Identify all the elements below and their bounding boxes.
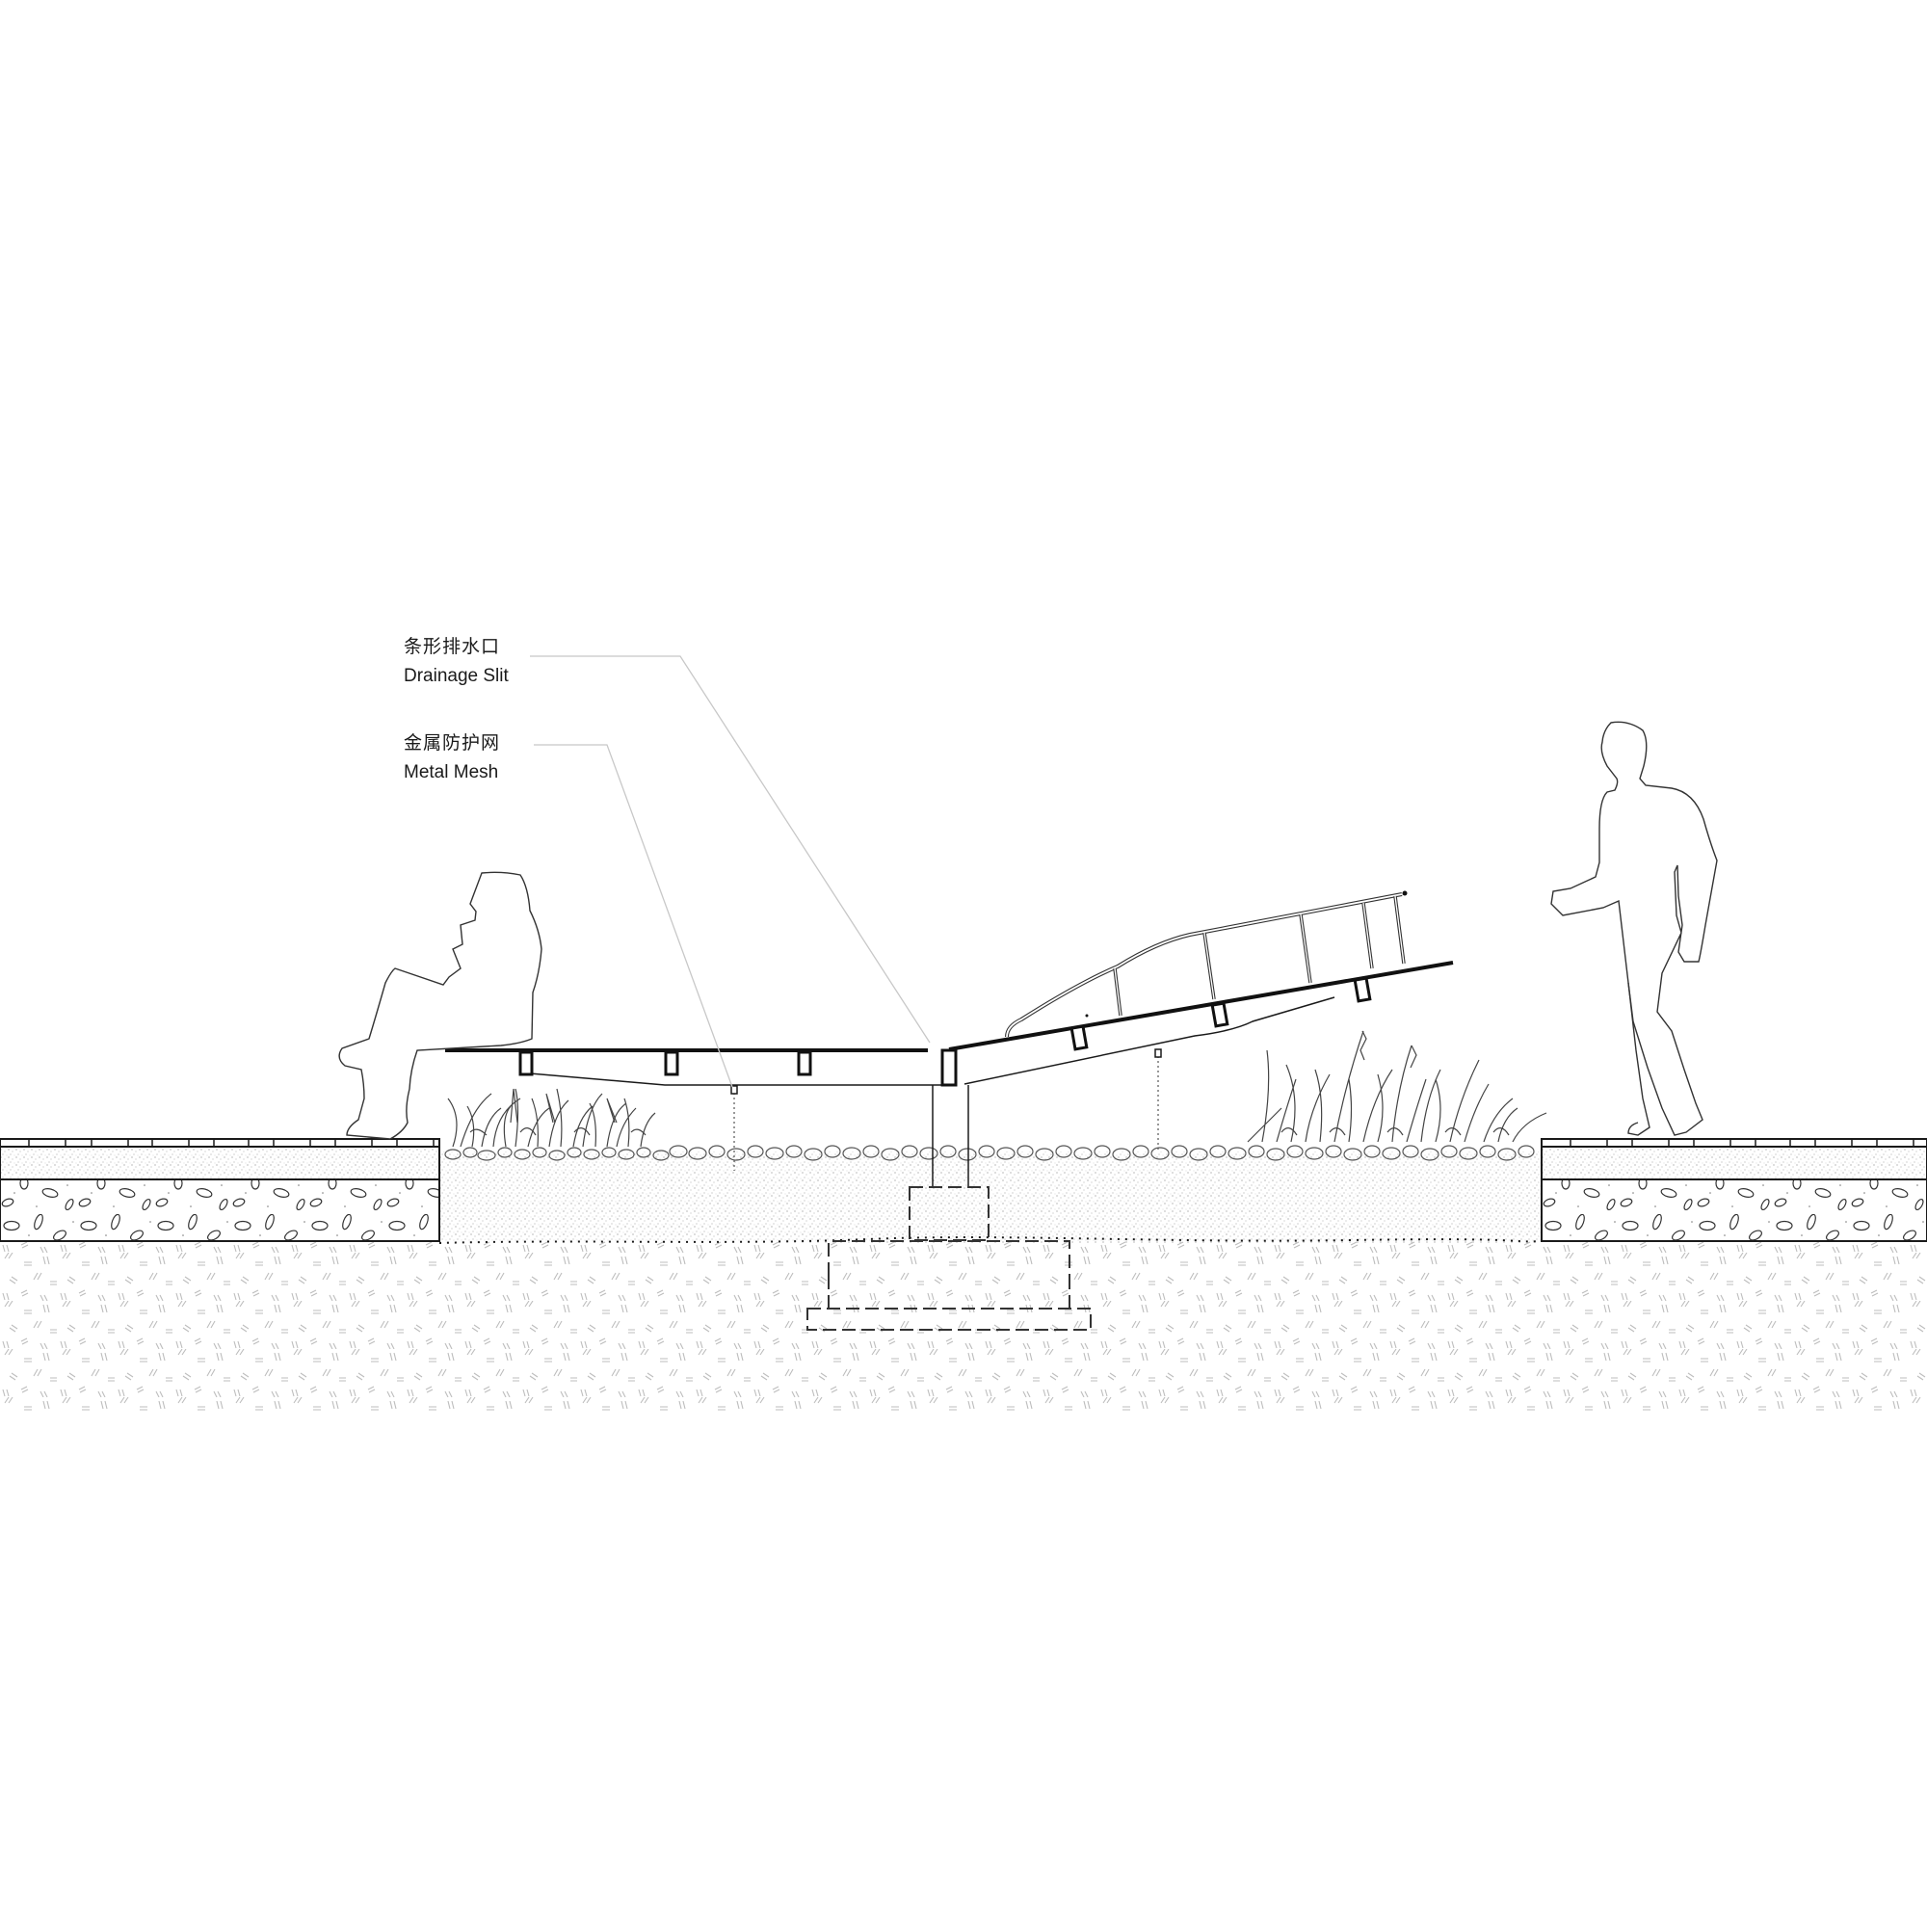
leader-lines — [530, 655, 931, 1088]
compacted-subsoil — [0, 1238, 1927, 1416]
bench-deck-sloped-with-railing — [948, 890, 1454, 1085]
walking-person-silhouette — [1550, 721, 1718, 1136]
grass-planting-left — [447, 1088, 656, 1148]
leader-metal-mesh — [534, 744, 733, 1088]
annotation-drainage-slit-cn: 条形排水口 — [404, 637, 501, 657]
mesh-anchors — [730, 1048, 1162, 1095]
support-post — [932, 1085, 969, 1187]
grass-planting-right — [1247, 1030, 1547, 1143]
planting-bed-soil — [438, 1151, 1543, 1244]
annotation-drainage-slit: 条形排水口 Drainage Slit — [404, 633, 509, 691]
annotation-metal-mesh-en: Metal Mesh — [404, 762, 499, 782]
annotation-metal-mesh-cn: 金属防护网 — [404, 733, 501, 754]
paving-layers-left — [0, 1138, 440, 1242]
bench-deck-flat — [445, 1048, 958, 1087]
paving-layers-right — [1541, 1138, 1927, 1242]
concrete-footing-dashed — [806, 1186, 1092, 1331]
annotation-drainage-slit-en: Drainage Slit — [404, 666, 509, 686]
seated-person-silhouette — [338, 871, 542, 1140]
annotation-metal-mesh: 金属防护网 Metal Mesh — [404, 729, 500, 787]
pebble-layer — [444, 1145, 1535, 1161]
mesh-anchor-lines — [733, 1056, 1159, 1171]
leader-drainage-slit — [530, 655, 931, 1044]
